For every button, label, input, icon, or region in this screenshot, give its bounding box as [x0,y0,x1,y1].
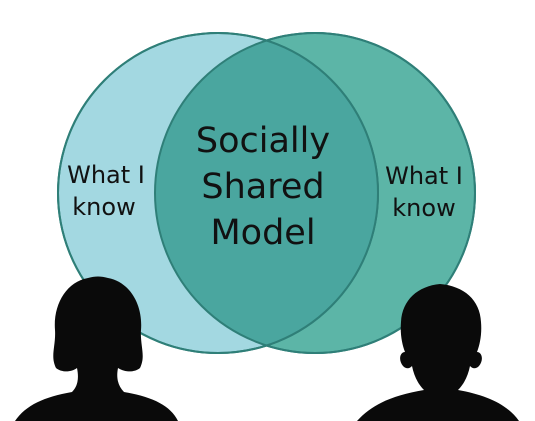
left-circle-label-line2: know [72,193,135,221]
right-circle-label-line1: What I [385,162,463,190]
overlap-region [155,33,378,353]
right-person-silhouette-icon [357,284,519,421]
right-circle-outline [154,32,476,354]
center-label-line2: Shared [201,167,324,207]
center-label-line3: Model [210,213,315,253]
center-label-line1: Socially [196,121,330,161]
left-person-silhouette-icon [15,276,178,421]
right-circle-label-line2: know [392,194,455,222]
left-circle-outline [57,32,379,354]
left-circle-label-line1: What I [67,161,145,189]
